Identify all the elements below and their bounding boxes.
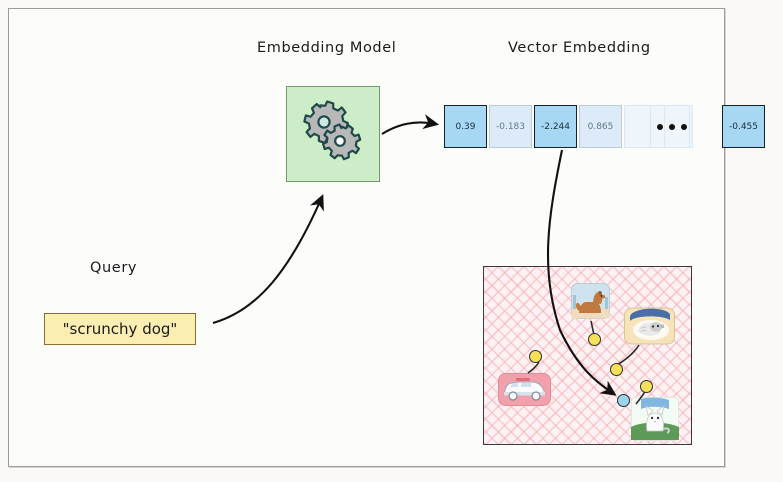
- embedding-model-heading: Embedding Model: [257, 40, 397, 56]
- cat-thumbnail: [631, 397, 679, 441]
- embedding-point-car: [529, 350, 542, 363]
- vector-embedding-heading: Vector Embedding: [508, 40, 651, 56]
- vector-embedding-row: 0.39 -0.183 -2.244 0.865 -0.455: [444, 105, 767, 148]
- dog-in-bed-thumbnail: [624, 304, 675, 345]
- vector-cells-ellipsis: [624, 105, 720, 148]
- query-input-box[interactable]: "scrunchy dog": [44, 313, 196, 345]
- query-text: "scrunchy dog": [62, 320, 178, 338]
- vector-cell: -0.455: [722, 105, 765, 148]
- vector-space-panel: [483, 266, 692, 445]
- embedding-point-dog: [588, 333, 601, 346]
- ellipsis-dot: [669, 123, 675, 130]
- car-thumbnail: [498, 373, 551, 406]
- vector-cell: 0.39: [444, 105, 487, 148]
- ellipsis-dot: [657, 123, 663, 130]
- query-heading: Query: [90, 260, 138, 276]
- embedding-point-bed: [610, 363, 623, 376]
- vector-cell: -0.183: [489, 105, 532, 148]
- embedding-model-box: [286, 86, 380, 182]
- gears-icon: [302, 100, 364, 168]
- vector-cell: -2.244: [534, 105, 577, 148]
- vector-cell: 0.865: [579, 105, 622, 148]
- embedding-point-cat: [640, 380, 653, 393]
- query-embedding-point: [617, 394, 630, 407]
- ellipsis-dot: [681, 123, 687, 130]
